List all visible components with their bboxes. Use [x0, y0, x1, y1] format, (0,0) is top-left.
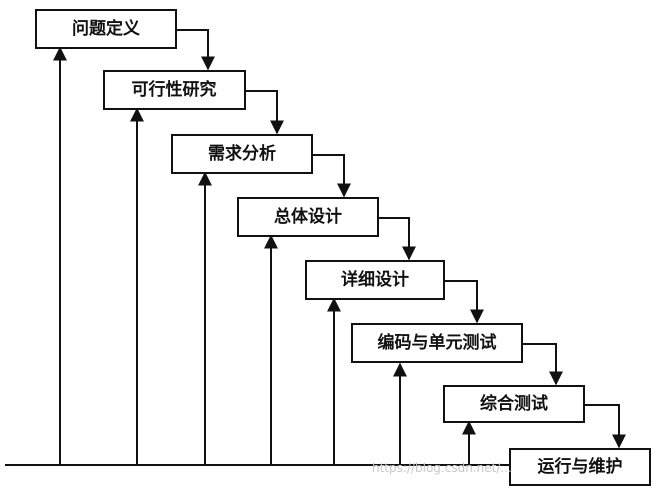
forward-arrow-4 — [378, 217, 416, 261]
watermark-text: https://blog.csdn.net/... — [372, 461, 512, 475]
stage-box — [443, 385, 585, 423]
stage-7: 综合测试 — [443, 385, 585, 423]
forward-arrow-1 — [176, 29, 215, 71]
stage-box — [509, 448, 651, 486]
forward-arrows — [176, 29, 626, 449]
stage-label: 详细设计 — [341, 269, 409, 290]
forward-arrow-6 — [522, 343, 563, 386]
stage-box — [351, 323, 523, 363]
stage-label: 总体设计 — [274, 206, 342, 227]
stage-6: 编码与单元测试 — [351, 323, 523, 363]
stage-8: 运行与维护 — [509, 448, 651, 486]
stage-box — [103, 70, 246, 110]
stage-box — [35, 9, 177, 49]
stage-label: 运行与维护 — [538, 456, 623, 477]
forward-arrow-5 — [444, 280, 484, 324]
stage-box — [171, 134, 313, 174]
forward-arrow-3 — [312, 154, 351, 198]
stage-3: 需求分析 — [171, 134, 313, 174]
stage-label: 编码与单元测试 — [378, 332, 497, 353]
feedback-arrows — [53, 46, 476, 465]
forward-arrow-7 — [584, 404, 626, 449]
stage-box — [237, 197, 379, 237]
stage-1: 问题定义 — [35, 9, 177, 49]
forward-arrow-2 — [245, 90, 284, 135]
stage-2: 可行性研究 — [103, 70, 246, 110]
stage-label: 综合测试 — [480, 393, 548, 414]
stage-5: 详细设计 — [305, 260, 445, 300]
stage-label: 问题定义 — [72, 18, 140, 39]
stage-label: 需求分析 — [208, 143, 276, 164]
stage-label: 可行性研究 — [132, 79, 217, 100]
stage-4: 总体设计 — [237, 197, 379, 237]
stage-box — [305, 260, 445, 300]
